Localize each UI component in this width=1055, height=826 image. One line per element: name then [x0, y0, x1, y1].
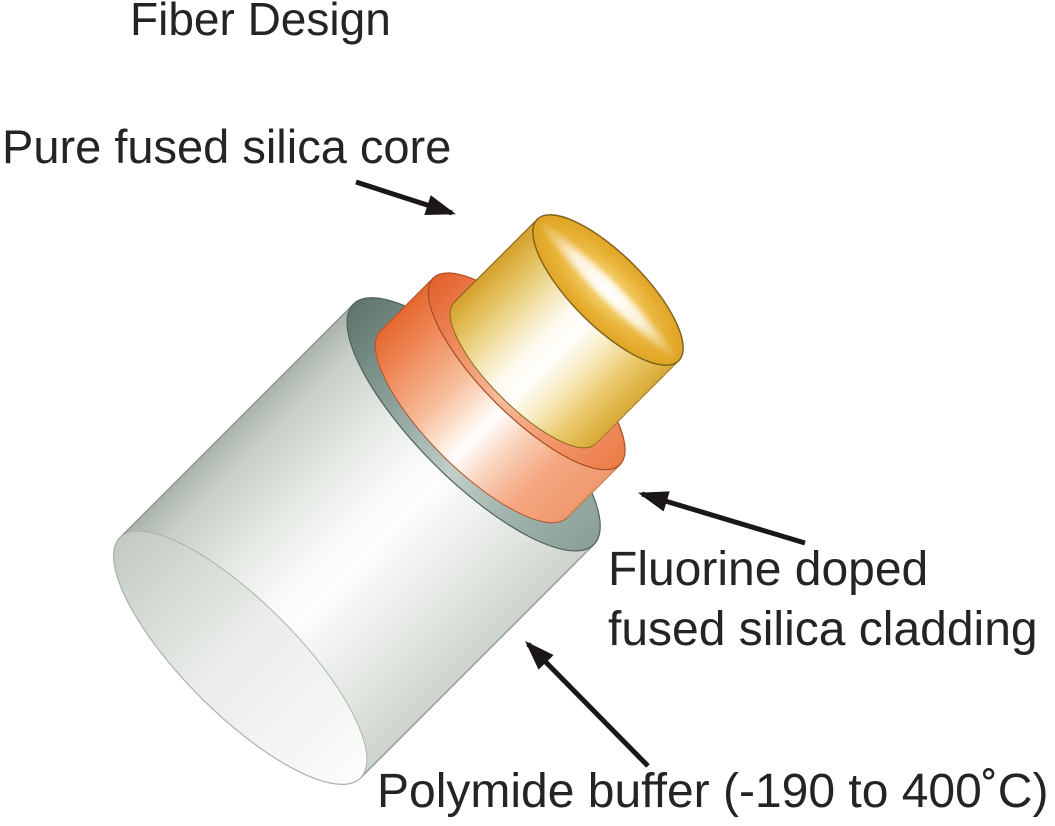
core-body	[453, 219, 679, 445]
core-layer	[449, 214, 684, 449]
core-top-edge	[453, 218, 538, 304]
label-core: Pure fused silica core	[2, 120, 452, 173]
label-cladding-line2: fused silica cladding	[608, 603, 1038, 656]
arrow-cladding	[637, 491, 806, 546]
annotation-arrows	[355, 179, 806, 768]
label-cladding: Fluorine doped fused silica cladding	[608, 540, 1038, 660]
core-bottom-edge	[594, 360, 680, 445]
fiber-cylinders	[113, 214, 684, 785]
arrow-core	[355, 179, 456, 216]
label-cladding-line1: Fluorine doped	[608, 543, 929, 596]
cladding-top-edge	[379, 277, 434, 332]
arrow-buffer	[525, 641, 650, 768]
core-face-highlight	[539, 221, 677, 359]
cladding-bottom-edge	[566, 464, 621, 519]
page-title: Fiber Design	[130, 0, 391, 45]
buffer-end-cap	[113, 530, 368, 785]
label-buffer: Polymide buffer (-190 to 400˚C)	[377, 765, 1049, 818]
